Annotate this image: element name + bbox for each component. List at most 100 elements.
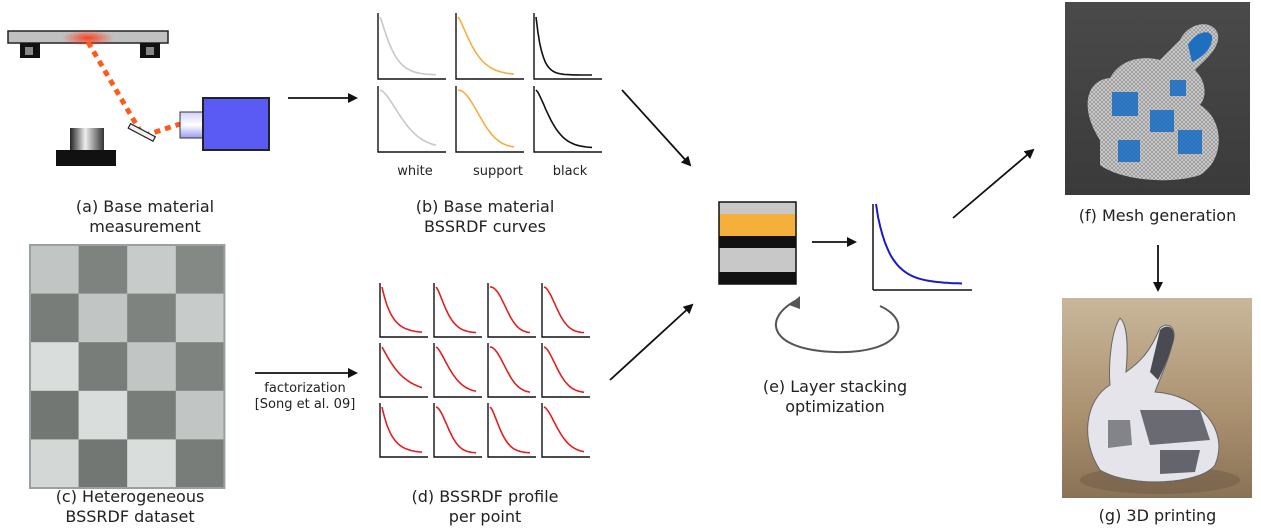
profile-axes-r1-c2 [487,343,536,398]
curve-axes-r0-c2 [533,13,602,80]
caption-c: (c) Heterogeneous BSSRDF dataset [30,487,230,527]
checker-cell-r1-c2 [127,293,177,343]
profile-axes-r0-c0 [379,283,428,338]
checker-cell-r0-c0 [30,245,80,295]
profile-axes-r0-c1 [433,283,482,338]
bunny-mesh-icon [1087,24,1219,181]
caption-d-line2: per point [448,507,522,526]
checker-cell-r3-c3 [175,390,225,440]
profile-axes-r2-c1 [433,403,482,458]
checker-cell-r0-c1 [78,245,128,295]
laser-beam [85,40,181,139]
optimization-loop-arrow [775,299,900,354]
caption-e-line1: (e) Layer stacking [762,377,908,396]
laser-hotspot [62,30,114,46]
caption-a-line1: (a) Base material [75,197,215,216]
profile-axes-r1-c1 [433,343,482,398]
profile-curve-r1-c0 [381,346,423,389]
mirror [127,122,157,143]
checker-cell-r3-c0 [30,390,80,440]
camera-body [202,97,270,151]
curve-b-r0-c0 [379,16,437,76]
flow-arrows [255,89,1163,381]
profile-curve-r2-c3 [543,406,585,453]
factorization-line1: factorization [264,381,346,396]
checker-cell-r1-c0 [30,293,80,343]
arrow-b-to-e [621,89,692,167]
caption-b-line1: (b) Base material [415,197,555,216]
curve-axes-r0-c0 [377,13,446,80]
layer-1 [719,214,796,236]
profile-curve-r1-c1 [435,346,477,392]
caption-f: (f) Mesh generation [1060,206,1255,226]
curve-b-r0-c1 [457,16,515,75]
printed-bunny-photo [1062,298,1252,498]
profile-axes-r1-c3 [541,343,590,398]
profile-axes-r0-c3 [541,283,590,338]
printed-bunny-icon [1080,317,1240,494]
profile-curve-r0-c3 [543,286,585,334]
caption-a-line2: measurement [89,217,201,236]
profile-axes-r1-c0 [379,343,428,398]
profile-axes-r2-c0 [379,403,428,458]
bssrdf-profile-plots [379,283,590,458]
checker-cell-r4-c1 [78,439,128,489]
caption-b-line2: BSSRDF curves [424,217,546,236]
mesh-bunny-render [1065,2,1250,195]
checker-border [29,244,226,489]
checker-cell-r2-c1 [78,342,128,392]
layer-stack [718,201,797,285]
curve-axes-r1-c0 [377,86,446,153]
profile-curve-r0-c1 [435,286,477,334]
caption-e-line2: optimization [785,397,885,416]
curve-axes-r1-c1 [455,86,524,153]
layer-3 [719,248,796,272]
checker-cell-r3-c2 [127,390,177,440]
checker-cell-r2-c3 [175,342,225,392]
checker-cell-r4-c3 [175,439,225,489]
profile-axes-r2-c3 [541,403,590,458]
profile-curve-r1-c2 [489,346,531,393]
profile-curve-r1-c3 [543,346,585,394]
checker-cell-r4-c2 [127,439,177,489]
caption-c-line1: (c) Heterogeneous [55,487,205,506]
curve-b-r1-c1 [457,89,515,148]
profile-curve-r2-c1 [435,406,476,454]
caption-g-text: (g) 3D printing [1098,506,1217,525]
curve-b-r1-c2 [535,89,593,149]
profile-axes-r2-c2 [487,403,536,458]
profile-curve-r0-c2 [489,286,531,334]
profile-axes-r0-c2 [487,283,536,338]
curve-b-r1-c0 [379,89,437,146]
caption-d-line1: (d) BSSRDF profile [411,487,559,506]
label-support: support [473,164,523,179]
caption-d: (d) BSSRDF profile per point [380,487,590,527]
checker-cell-r1-c1 [78,293,128,343]
heterogeneous-texture [29,244,226,489]
curve-axes-r0-c1 [455,13,524,80]
profile-curve-r2-c0 [381,406,423,453]
checker-cell-r0-c3 [175,245,225,295]
factorization-citation: [Song et al. 09] [254,397,356,412]
checker-cell-r0-c2 [127,245,177,295]
laser-source-base [56,150,116,166]
measurement-setup [7,30,270,166]
profile-curve-r0-c0 [381,286,423,333]
laser-source-cylinder [70,128,104,150]
arrow-d-to-e [609,303,694,381]
caption-c-line2: BSSRDF dataset [65,507,195,526]
factorization-label: factorization [Song et al. 09] [250,381,360,413]
checker-cell-r3-c1 [78,390,128,440]
label-black: black [552,164,588,179]
layer-4 [719,272,796,284]
caption-f-text: (f) Mesh generation [1078,206,1237,225]
layer-0 [719,202,796,214]
caption-g: (g) 3D printing [1060,506,1255,526]
caption-e: (e) Layer stacking optimization [730,377,940,417]
curve-b-r0-c2 [535,16,592,76]
checker-cell-r2-c2 [127,342,177,392]
stacking-result-plot [872,203,972,291]
checker-cell-r2-c0 [30,342,80,392]
checker-cell-r4-c0 [30,439,80,489]
